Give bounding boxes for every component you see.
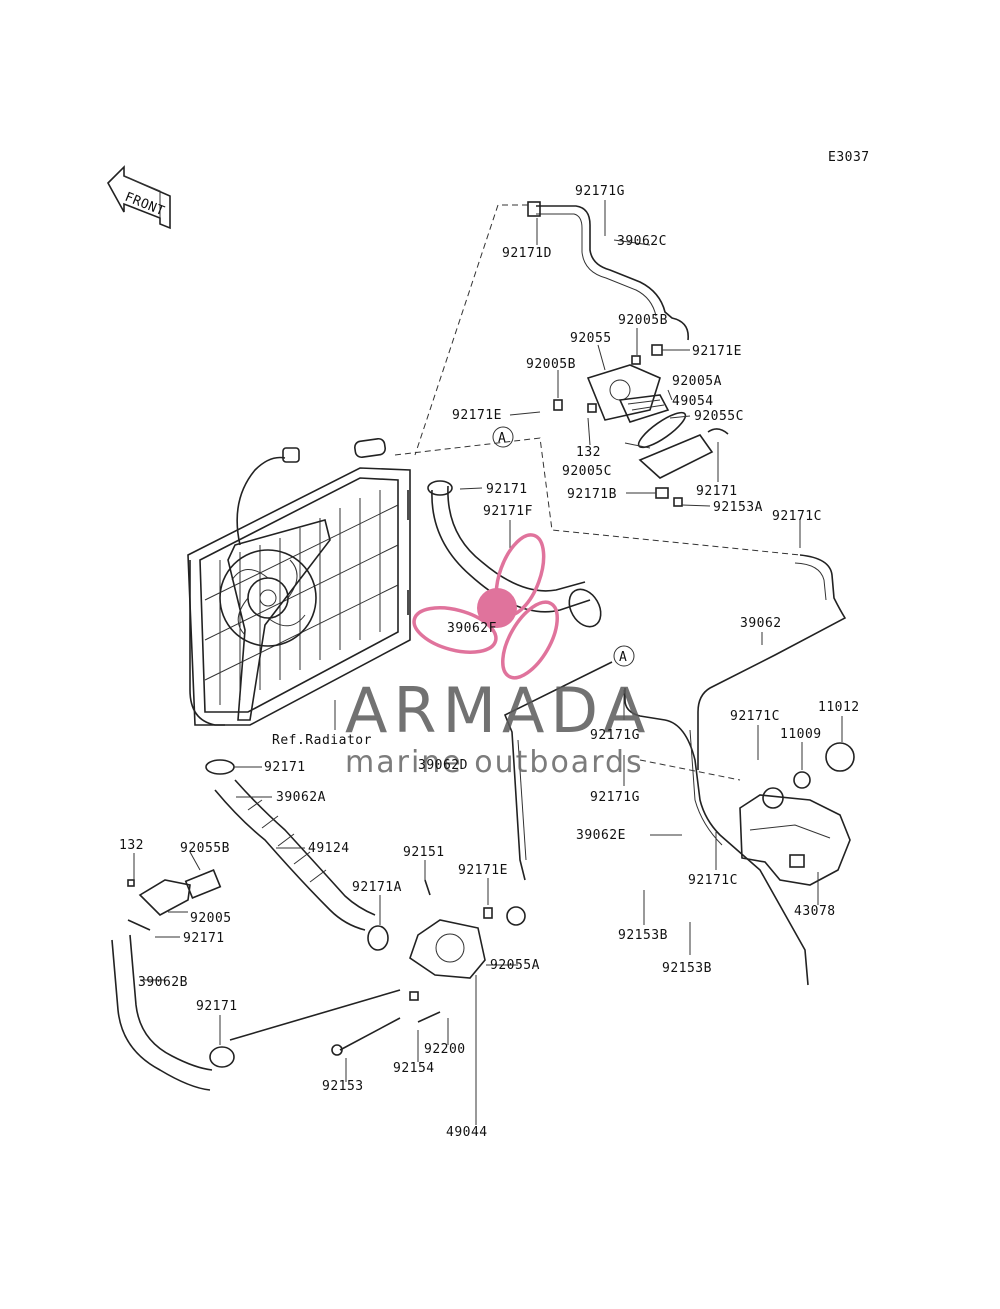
part-label: 39062A	[276, 790, 326, 805]
part-label: 92171	[183, 931, 225, 946]
part-label: 92171G	[590, 728, 640, 743]
svg-text:A: A	[498, 431, 506, 446]
part-label: 39062B	[138, 975, 188, 990]
part-label: 43078	[794, 904, 836, 919]
part-label: 49054	[672, 394, 714, 409]
thermostat-housing	[553, 344, 729, 507]
part-label: 92171G	[575, 184, 625, 199]
part-label: 92153	[322, 1079, 364, 1094]
hose-39062	[697, 554, 847, 770]
part-label: 92055B	[180, 841, 230, 856]
svg-text:A: A	[619, 650, 627, 665]
part-label: 92153B	[662, 961, 712, 976]
part-label: 11009	[780, 727, 822, 742]
hose-39062F	[427, 480, 602, 628]
gasket-11009	[793, 771, 811, 789]
reservoir-tank	[739, 787, 851, 886]
part-label: 92005	[190, 911, 232, 926]
front-arrow-icon: FRONT	[107, 165, 171, 230]
ref-line-top	[414, 204, 528, 456]
ref-line-right	[394, 437, 801, 556]
part-label: 39062D	[418, 758, 468, 773]
part-label: 39062F	[447, 621, 497, 636]
hose-39062B	[111, 919, 401, 1091]
part-label: 92171G	[590, 790, 640, 805]
part-label: 92171C	[688, 873, 738, 888]
part-label: 92153A	[713, 500, 763, 515]
part-label: 39062	[740, 616, 782, 631]
part-label: 92171D	[502, 246, 552, 261]
hose-39062C	[536, 205, 689, 341]
watermark-title: ARMADA	[345, 674, 651, 747]
part-label: 92055	[570, 331, 612, 346]
part-label: 92154	[393, 1061, 435, 1076]
watermark-propeller-icon	[412, 533, 559, 680]
fan-assembly	[219, 519, 331, 721]
clamp-92171D	[527, 201, 541, 217]
part-label: 39062C	[617, 234, 667, 249]
part-label: 92171B	[567, 487, 617, 502]
callout-a-mid: A	[613, 645, 635, 667]
fan-connector	[282, 447, 300, 463]
water-pump	[331, 879, 526, 1056]
part-label: 92055A	[490, 958, 540, 973]
part-label: 132	[576, 445, 601, 460]
part-label: 92171F	[483, 504, 533, 519]
part-label: 92171A	[352, 880, 402, 895]
leader-lines	[133, 200, 843, 1125]
part-label: 49044	[446, 1125, 488, 1140]
fitting-92005	[127, 868, 222, 916]
ref-radiator-label: Ref.Radiator	[272, 733, 372, 748]
diagram-code: E3037	[828, 150, 870, 165]
part-label: 92171E	[452, 408, 502, 423]
hose-39062D	[503, 661, 613, 881]
part-label: 132	[119, 838, 144, 853]
part-label: 92171	[264, 760, 306, 775]
part-label: 92055C	[694, 409, 744, 424]
hose-49124	[205, 759, 389, 951]
part-label: 92200	[424, 1042, 466, 1057]
part-label: 49124	[308, 841, 350, 856]
part-label: 92153B	[618, 928, 668, 943]
part-label: 92171	[196, 999, 238, 1014]
ref-line-mid	[639, 759, 741, 781]
radiator-assembly	[187, 437, 411, 726]
part-label: 92005A	[672, 374, 722, 389]
fan-wire	[236, 456, 286, 546]
part-label: 11012	[818, 700, 860, 715]
part-label: 92005B	[618, 313, 668, 328]
watermark-subtitle: marine outboards	[345, 745, 644, 780]
part-label: 92005C	[562, 464, 612, 479]
part-label: 92005B	[526, 357, 576, 372]
part-label: 39062E	[576, 828, 626, 843]
part-label: 92171	[486, 482, 528, 497]
part-label: 92171E	[692, 344, 742, 359]
part-label: 92171E	[458, 863, 508, 878]
part-label: 92171	[696, 484, 738, 499]
hose-39062E	[624, 688, 809, 986]
part-label: 92171C	[772, 509, 822, 524]
part-label: 92171C	[730, 709, 780, 724]
cap-11012	[825, 742, 855, 772]
callout-a-top: A	[492, 426, 514, 448]
part-label: 92151	[403, 845, 445, 860]
